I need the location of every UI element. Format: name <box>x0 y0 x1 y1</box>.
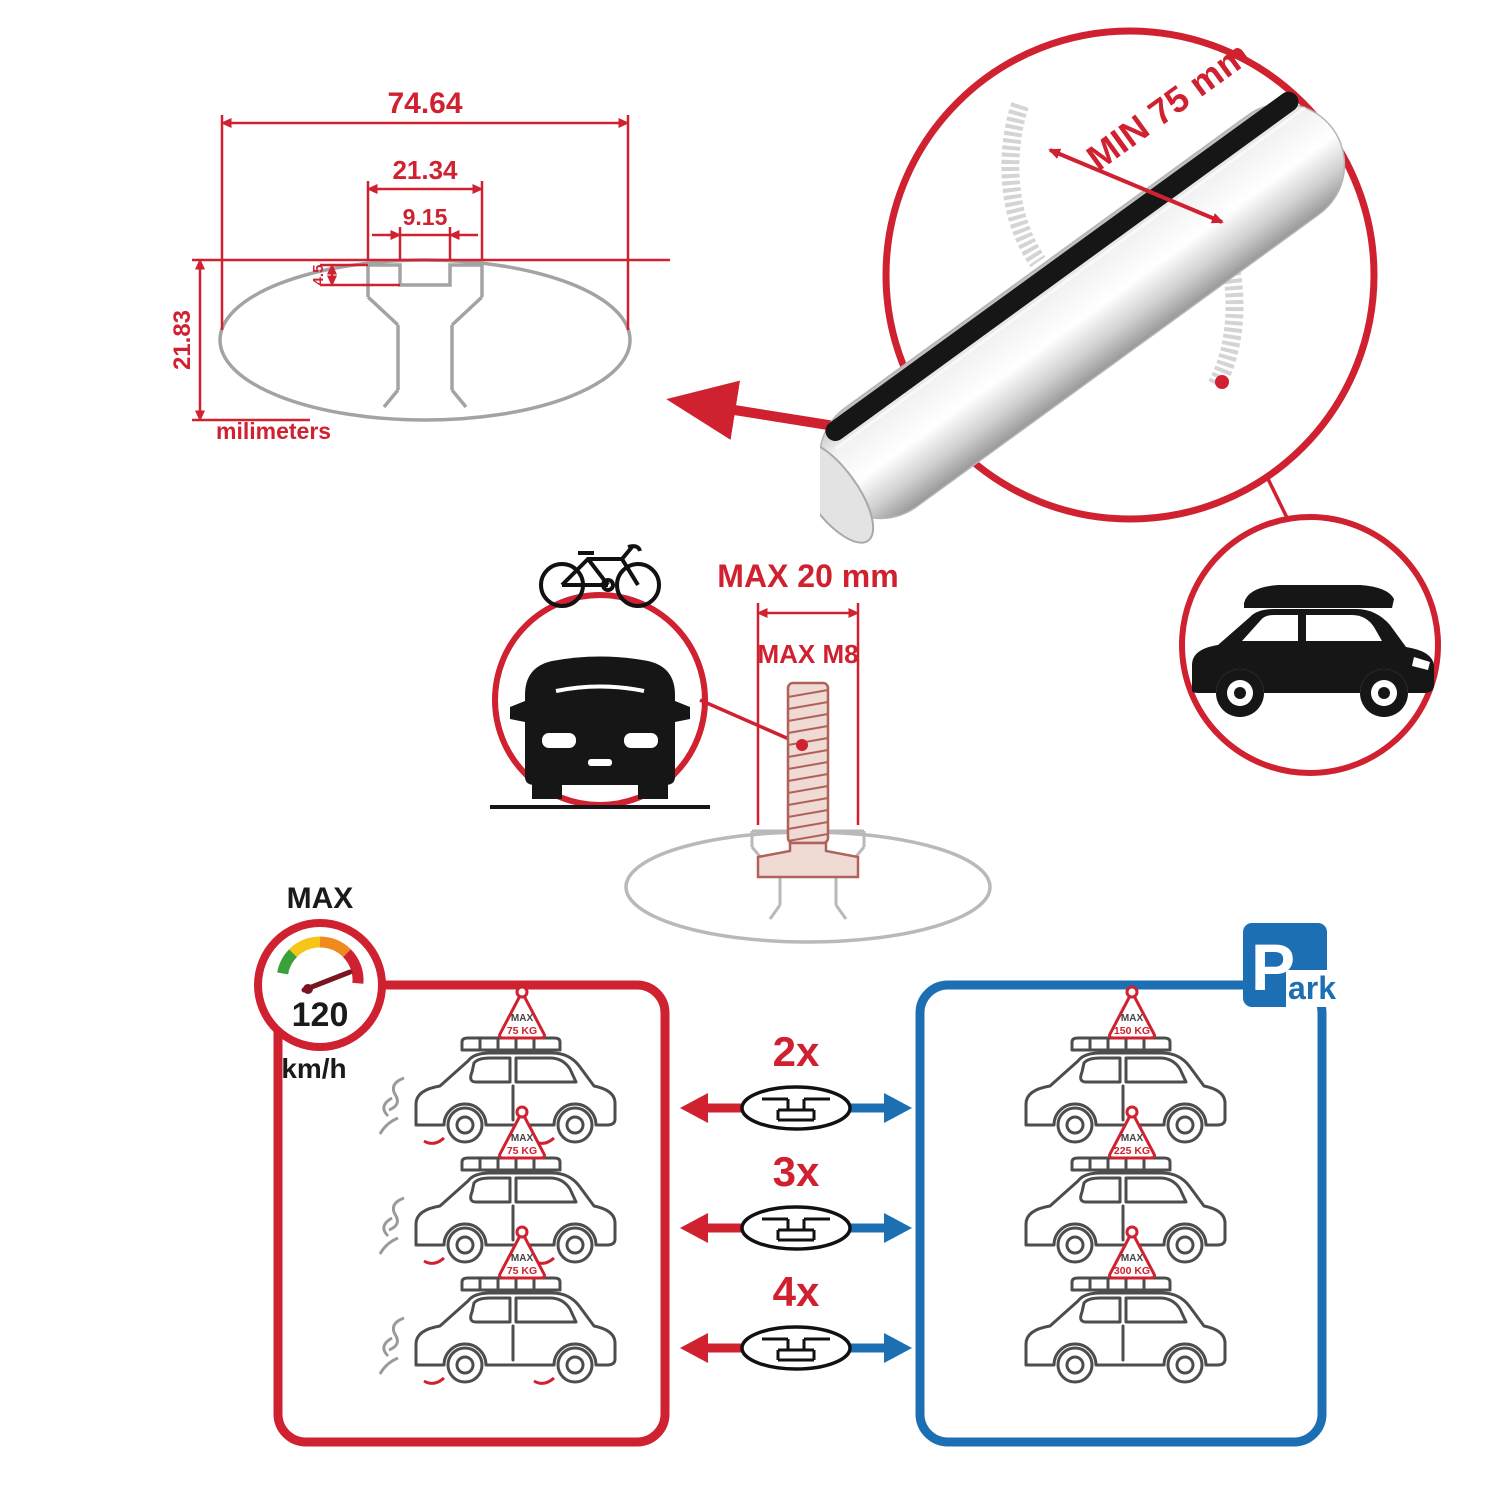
multiplier-label: 2x <box>773 1028 820 1075</box>
right-arrow-icon <box>884 1333 912 1363</box>
right-arrow-icon <box>884 1093 912 1123</box>
t-slot-profile <box>366 263 484 409</box>
bike-icon <box>539 544 661 608</box>
parked-car-icon: MAX 300 KG <box>1024 1225 1227 1384</box>
left-mirror-icon <box>510 701 525 722</box>
crossbar-cross-section-icon <box>740 1325 852 1371</box>
badge-title: MAX <box>511 1133 534 1144</box>
speedometer-icon: 120 <box>254 919 386 1051</box>
car-front-icon <box>490 656 710 809</box>
comparison-row: 4x MAX 75 KG MAX <box>378 1225 1227 1385</box>
badge-value: 75 KG <box>507 1265 537 1277</box>
dim-lip-depth-label: 4.5 <box>310 265 327 286</box>
car-front-circle <box>490 544 710 809</box>
left-strap-icon <box>1001 102 1046 268</box>
parking-sign: P ark <box>1243 923 1344 1007</box>
left-arrow-icon <box>680 1093 708 1123</box>
headlight-icon <box>1412 657 1430 670</box>
dim-height-label: 21.83 <box>170 310 196 370</box>
bolt-threads <box>787 689 829 842</box>
badge-value: 75 KG <box>507 1145 537 1157</box>
comparison-row: 3x MAX 75 KG MAX <box>378 1105 1227 1265</box>
badge-value: 225 KG <box>1114 1145 1150 1157</box>
t-bolt-icon <box>756 681 860 879</box>
driving-car-icon: MAX 75 KG <box>378 1225 617 1385</box>
grille-icon <box>588 759 612 766</box>
driving-car-icon: MAX 75 KG <box>378 1105 617 1265</box>
dim-slot-width-label: 9.15 <box>403 204 448 230</box>
speed-units-label: km/h <box>281 1053 346 1084</box>
bar-end-cap <box>820 440 875 544</box>
load-comparison-panel: 120 MAX km/h P ark 2x <box>254 882 1344 1447</box>
badge-value: 300 KG <box>1114 1265 1150 1277</box>
multiplier-label: 3x <box>773 1148 820 1195</box>
parking-sign-ark: ark <box>1288 970 1336 1006</box>
badge-value: 150 KG <box>1114 1025 1150 1037</box>
connector-line-circle-to-bolt <box>699 698 799 745</box>
badge-title: MAX <box>511 1253 534 1264</box>
strap-anchor-dot <box>1215 375 1229 389</box>
speed-max-label: MAX <box>287 882 354 915</box>
right-arrow-icon <box>884 1213 912 1243</box>
units-label: milimeters <box>216 418 331 444</box>
dim-channel-width-label: 21.34 <box>392 155 458 185</box>
badge-title: MAX <box>1121 1013 1144 1024</box>
left-headlight-icon <box>542 733 576 748</box>
bolt-diagram: MAX 20 mm MAX M8 <box>624 558 992 944</box>
cross-section-diagram: 74.64 21.34 9.15 21.83 4.5 milimeters <box>170 87 670 444</box>
badge-title: MAX <box>1121 1133 1144 1144</box>
car-with-roofbox-icon <box>1192 585 1434 717</box>
bolt-dimension-lines <box>756 603 860 825</box>
left-arrow-icon <box>680 1333 708 1363</box>
dim-total-width-label: 74.64 <box>387 87 462 120</box>
badge-title: MAX <box>511 1013 534 1024</box>
comparison-row: 2x MAX 75 KG MAX <box>378 985 1227 1145</box>
roofbox-car-circle <box>1179 514 1441 776</box>
roofbox-icon <box>1244 585 1394 608</box>
right-headlight-icon <box>624 733 658 748</box>
multiplier-label: 4x <box>773 1268 820 1315</box>
badge-title: MAX <box>1121 1253 1144 1264</box>
right-mirror-icon <box>675 701 690 722</box>
speed-value-label: 120 <box>292 996 349 1034</box>
dimension-lines <box>192 115 670 422</box>
driving-car-icon: MAX 75 KG <box>378 985 617 1145</box>
bolt-max-width-label: MAX 20 mm <box>717 558 898 594</box>
bar-detail-circle: MIN 75 mm <box>820 27 1378 544</box>
badge-value: 75 KG <box>507 1025 537 1037</box>
crossbar-cross-section-icon <box>740 1205 852 1251</box>
parked-car-icon: MAX 225 KG <box>1024 1105 1227 1264</box>
crossbar-cross-section-icon <box>740 1085 852 1131</box>
left-arrow-icon <box>680 1213 708 1243</box>
min-span-arrow <box>1048 148 1224 224</box>
bolt-max-thread-label: MAX M8 <box>757 639 858 669</box>
bolt-anchor-dot <box>796 739 808 751</box>
bolt-t-head <box>756 841 860 879</box>
parked-car-icon: MAX 150 KG <box>1024 985 1227 1144</box>
